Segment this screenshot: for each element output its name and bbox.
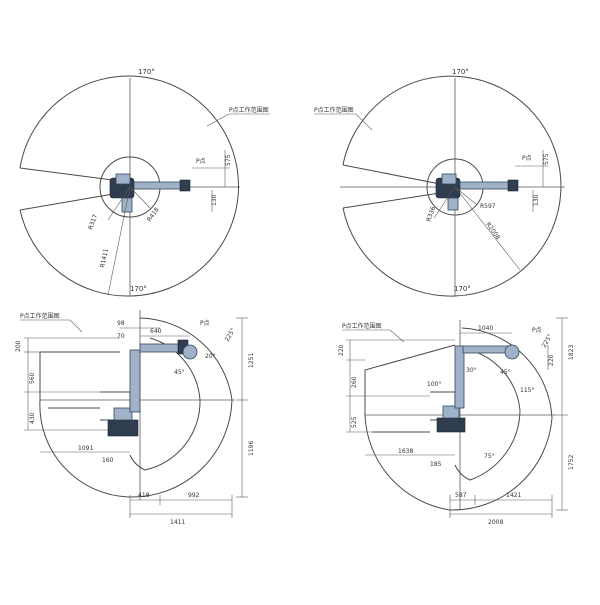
angle-225: 225° <box>541 333 554 349</box>
dim-220b: 220 <box>548 354 555 366</box>
dim-200: 200 <box>15 340 22 352</box>
region-label: P点工作范围图 <box>314 106 354 114</box>
p-point-label: P点 <box>200 319 210 327</box>
dim-575: 575 <box>543 153 550 165</box>
angle-225: 225° <box>224 327 237 343</box>
top-left-plan-view: 170° 170° P点工作范围图 P点 575 130 R317 R418 R… <box>19 68 270 297</box>
dim-560: 560 <box>29 372 36 384</box>
p-point-label: P点 <box>196 157 206 165</box>
dim-2008: 2008 <box>488 519 503 526</box>
dim-430: 430 <box>29 412 36 424</box>
dim-1091: 1091 <box>78 445 93 452</box>
outer-envelope-arc <box>19 75 240 297</box>
bottom-right-side-view: P点工作范围图 P点 1040 225° 30° 45° 100° 115° 7… <box>338 317 575 526</box>
region-label: P点工作范围图 <box>20 312 60 320</box>
radius-2008: R2008 <box>484 221 501 241</box>
dim-1251: 1251 <box>248 353 255 368</box>
angle-bottom-label: 170° <box>454 285 471 293</box>
angle-bottom-label: 170° <box>130 285 147 293</box>
angle-45: 45° <box>500 369 511 376</box>
dim-1411: 1411 <box>170 519 185 526</box>
dim-70: 70 <box>117 333 125 340</box>
angle-top-label: 170° <box>138 68 155 76</box>
dim-98: 98 <box>117 320 125 327</box>
angle-45: 45° <box>174 369 185 376</box>
dim-525: 525 <box>351 416 358 428</box>
dim-640: 640 <box>150 328 162 335</box>
dim-1823: 1823 <box>568 345 575 360</box>
dim-185: 185 <box>430 461 442 468</box>
angle-30: 30° <box>466 367 477 374</box>
radius-597: R597 <box>480 203 496 210</box>
dim-587: 587 <box>455 492 467 499</box>
p-point-label: P点 <box>522 154 532 162</box>
mid-envelope <box>454 349 521 481</box>
robot-top-view <box>435 173 519 211</box>
dim-1752: 1752 <box>568 455 575 470</box>
top-right-plan-view: 170° 170° P点工作范围图 P点 575 130 R336 R597 R… <box>314 68 565 297</box>
dim-160: 160 <box>102 457 114 464</box>
dim-1421: 1421 <box>506 492 521 499</box>
radius-317: R317 <box>87 213 99 230</box>
outer-envelope-arc <box>342 75 562 297</box>
angle-top-label: 170° <box>452 68 469 76</box>
mid-envelope <box>129 337 201 471</box>
bottom-left-side-view: P点工作范围图 P点 98 70 640 225° 20° 45° 200 56… <box>15 310 255 526</box>
dim-1196: 1196 <box>248 441 255 456</box>
dim-575: 575 <box>225 154 232 166</box>
robot-side-view <box>436 344 520 433</box>
envelope-cut-lower <box>19 191 126 211</box>
angle-100: 100° <box>427 381 441 388</box>
dim-992: 992 <box>188 492 200 499</box>
radius-1411: R1411 <box>99 248 110 269</box>
dim-418: 418 <box>138 492 150 499</box>
radius-336: R336 <box>425 205 437 222</box>
angle-20: 20° <box>205 353 216 360</box>
p-point-label: P点 <box>532 326 542 334</box>
outer-envelope <box>39 317 233 498</box>
dim-1638: 1638 <box>398 448 413 455</box>
radius-418: R418 <box>146 206 161 223</box>
region-label: P点工作范围图 <box>229 106 269 114</box>
outer-envelope <box>364 327 553 511</box>
robot-top-view <box>109 173 191 213</box>
dim-130: 130 <box>211 194 218 206</box>
dim-260: 260 <box>351 376 358 388</box>
dim-130: 130 <box>533 194 540 206</box>
dim-220: 220 <box>338 344 345 356</box>
robot-side-view <box>107 339 198 437</box>
angle-75: 75° <box>484 453 495 460</box>
angle-115: 115° <box>520 387 534 394</box>
dim-1040: 1040 <box>478 325 493 332</box>
region-label: P点工作范围图 <box>342 322 382 330</box>
